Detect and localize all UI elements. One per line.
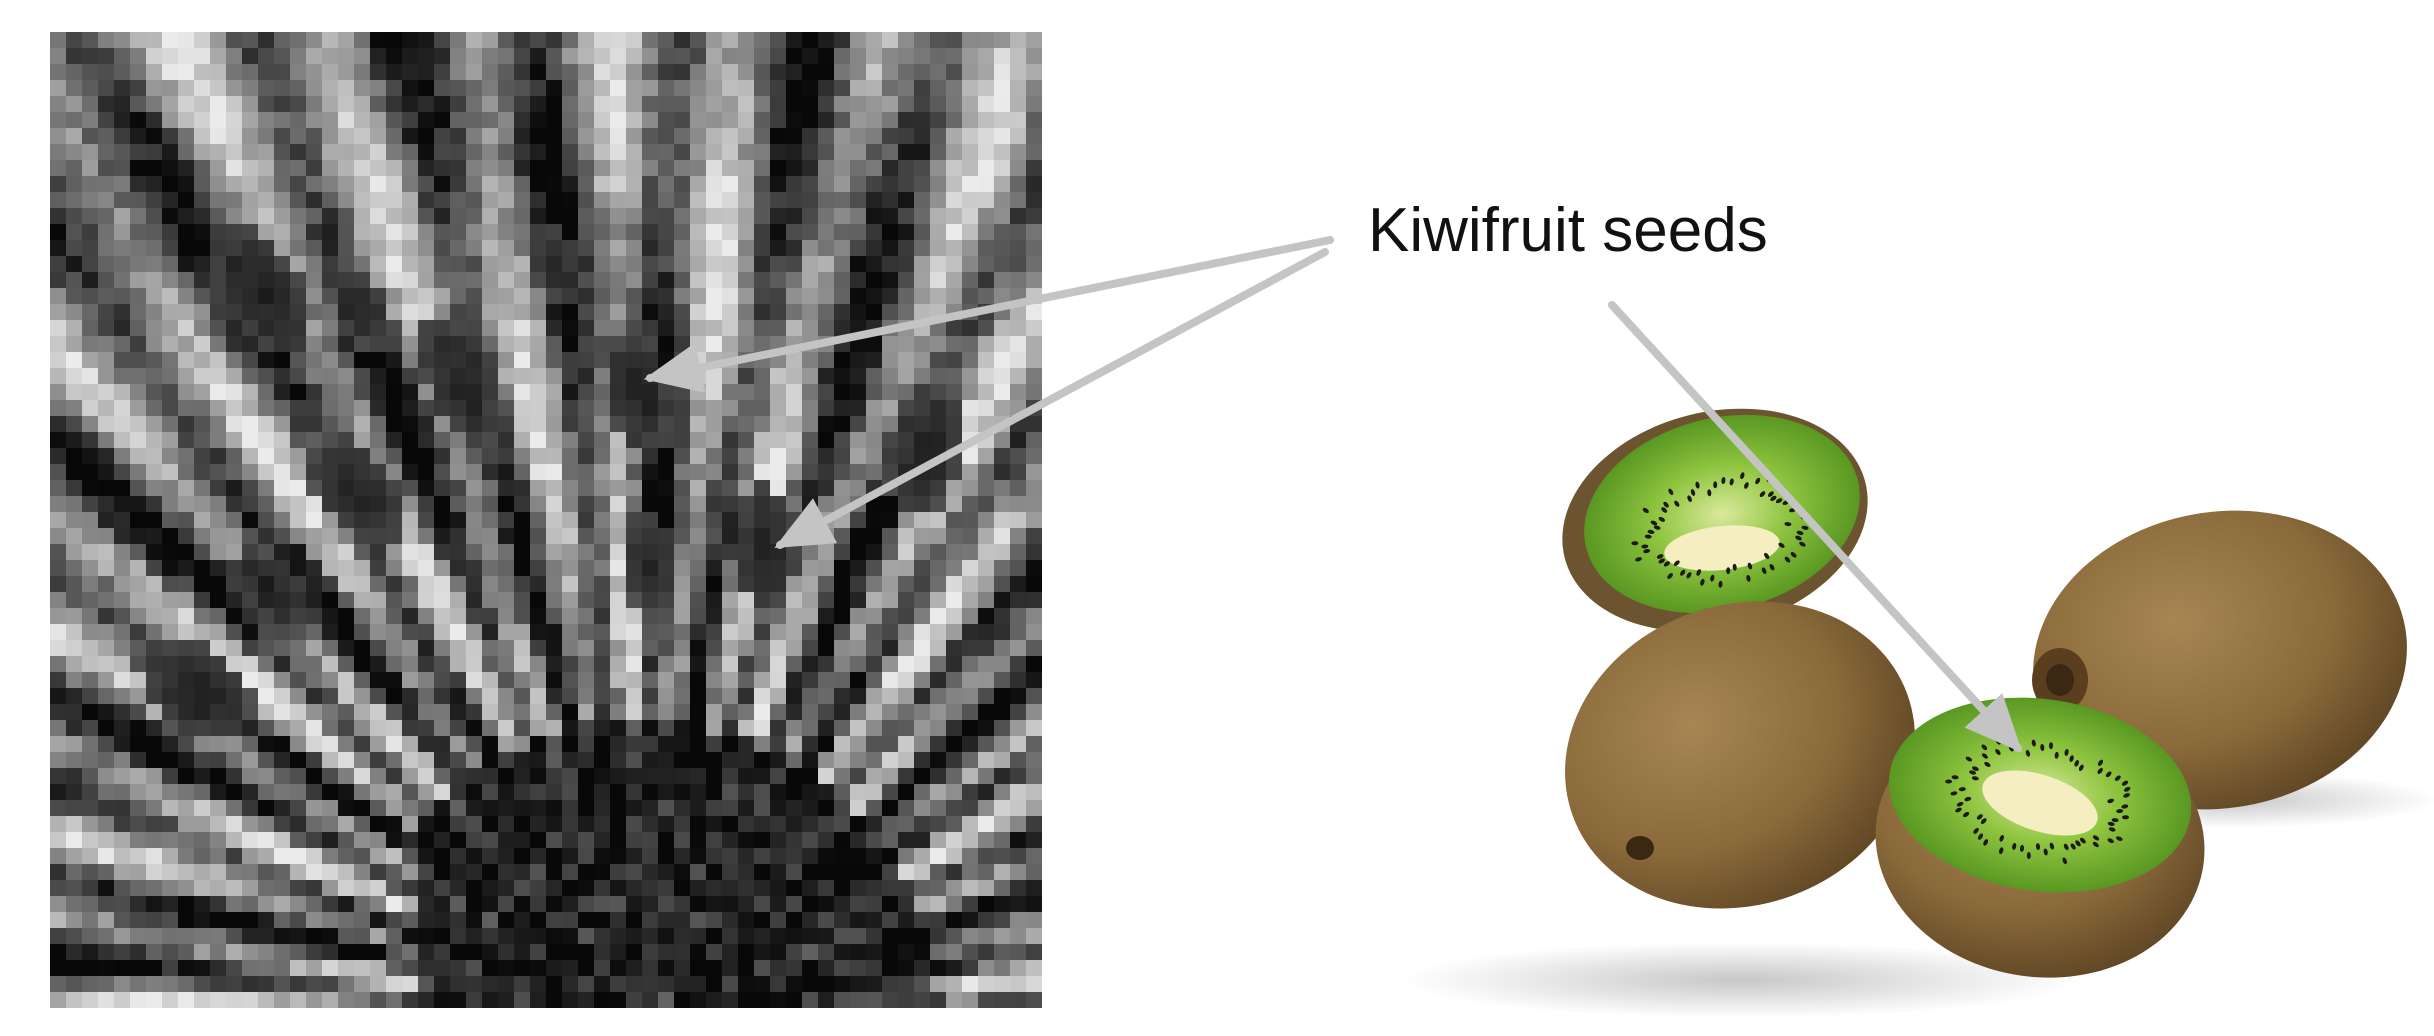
arrow-to-upper-seed — [643, 236, 1334, 393]
arrow-to-lower-seed — [774, 248, 1329, 549]
kiwi-whole-left — [1565, 601, 1915, 909]
arrow-to-kiwi-seeds — [1608, 301, 2023, 753]
seed-ring-front — [1945, 738, 2131, 865]
caption-label: Kiwifruit seeds — [1368, 196, 1768, 265]
callout-arrows — [643, 236, 2023, 753]
seed-closeup-image — [50, 32, 1042, 1008]
seed-ring-back — [1631, 472, 1809, 588]
kiwi-half-front — [1875, 697, 2205, 978]
kiwi-half-back — [1562, 408, 1868, 632]
kiwi-photo — [1400, 408, 2434, 1018]
pixel-grid — [50, 32, 1042, 1008]
